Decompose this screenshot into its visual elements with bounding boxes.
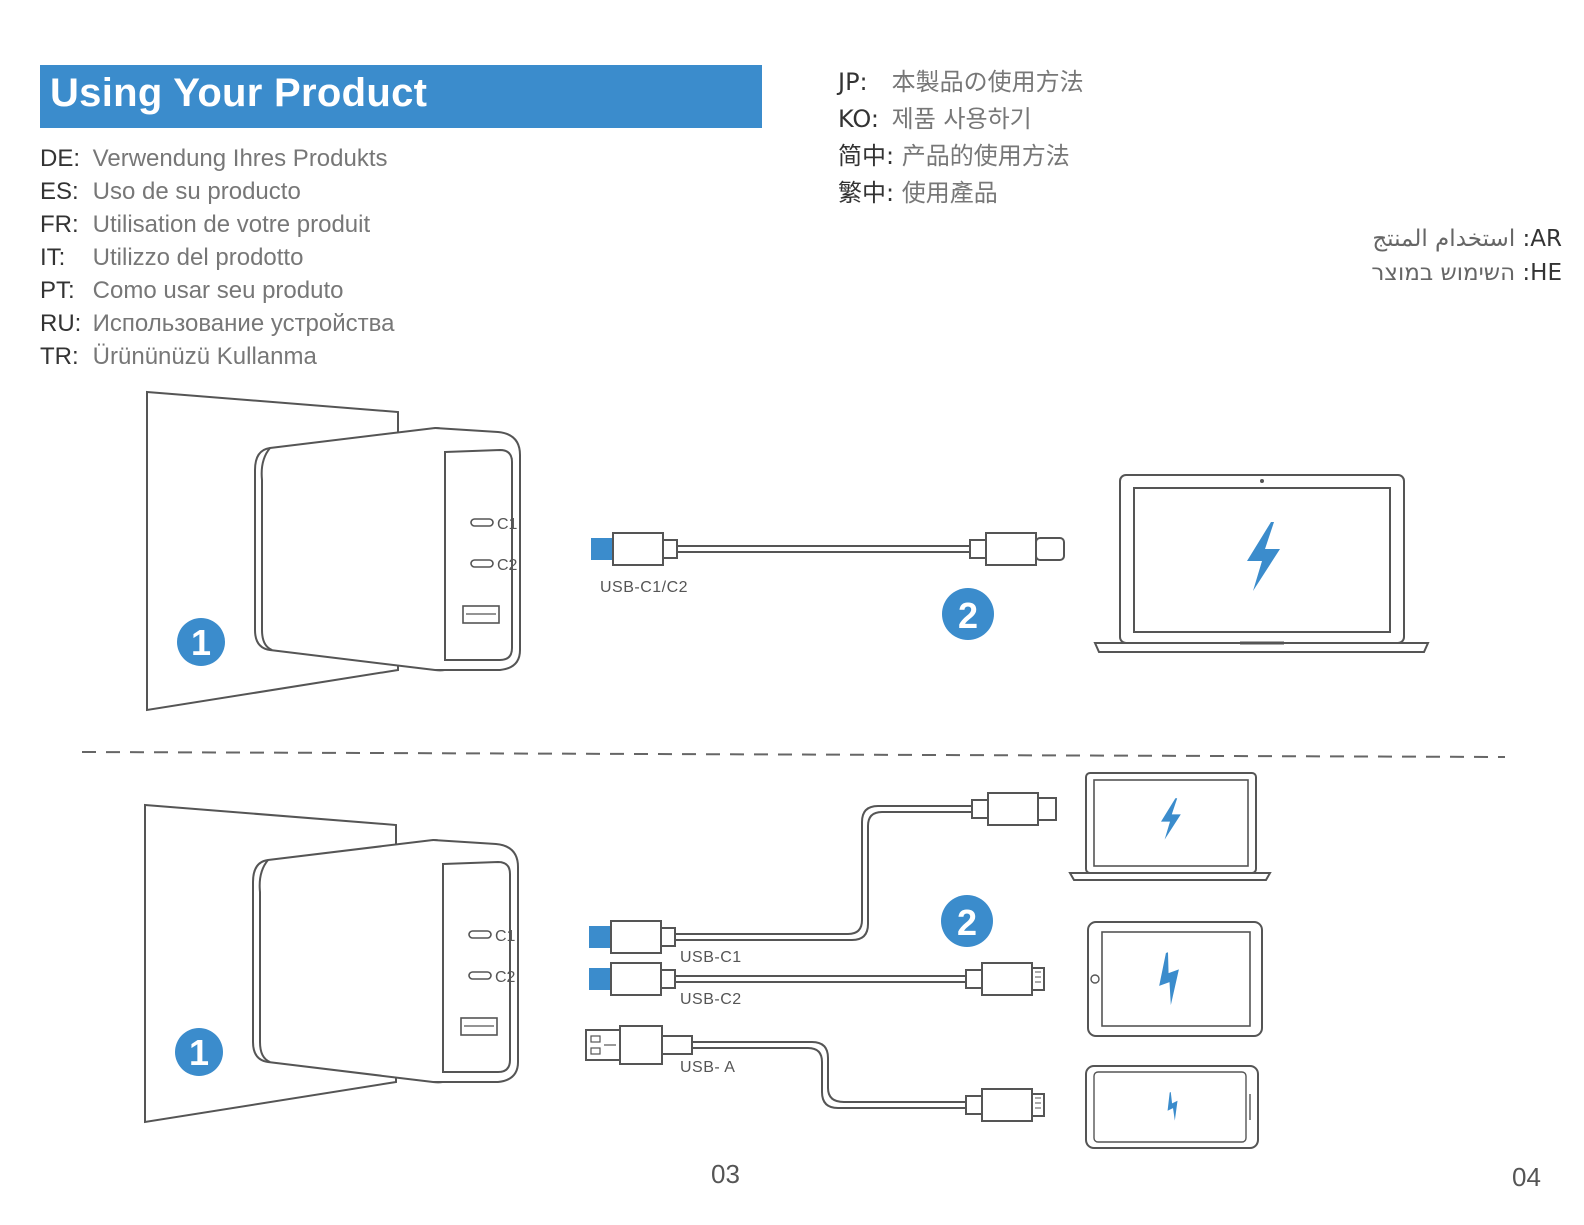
translation-zh-hant: 繁中: 使用產品 xyxy=(838,179,998,207)
translation-it: IT: Utilizzo del prodotto xyxy=(40,244,304,271)
translation-tr: TR: Ürününüzü Kullanma xyxy=(40,343,317,370)
translation-jp: JP: 本製品の使用方法 xyxy=(838,68,1084,96)
translation-zh-hans: 简中: 产品的使用方法 xyxy=(838,142,1070,170)
translation-ko: KO: 제품 사용하기 xyxy=(838,105,1032,133)
translations-left: DE: Verwendung Ihres Produkts ES: Uso de… xyxy=(40,142,394,373)
step-1-badge xyxy=(177,618,225,666)
page-number-left: 03 xyxy=(711,1159,740,1189)
step-2-badge xyxy=(941,895,993,947)
translation-es: ES: Uso de su producto xyxy=(40,178,301,205)
tablet xyxy=(1087,921,1263,1037)
section-divider xyxy=(81,751,1506,758)
charger: C1 C2 xyxy=(254,426,521,672)
bottom-diagram: C1 C2 1 USB-C1 xyxy=(144,772,1272,1149)
translation-ru: RU: Использование устройства xyxy=(40,310,395,337)
top-diagram: C1 C2 1 USB-C1/C2 2 xyxy=(146,390,1430,712)
translation-fr: FR: Utilisation de votre produit xyxy=(40,211,371,238)
charger: C1 C2 xyxy=(252,838,519,1084)
port-c1-label: C1 xyxy=(495,928,516,945)
usb-c1-cable xyxy=(589,792,1057,954)
translation-he: השימוש במוצר :HE xyxy=(1371,260,1562,286)
cable-label-usb-c1: USB-C1 xyxy=(680,949,742,966)
port-c1-slot xyxy=(470,518,494,527)
translation-de: DE: Verwendung Ihres Produkts xyxy=(40,145,388,172)
port-c2-slot xyxy=(470,559,494,568)
usb-c-cable xyxy=(591,532,1065,566)
phone xyxy=(1085,1065,1259,1149)
cable-label-usb-a: USB- A xyxy=(680,1059,735,1076)
port-c1-label: C1 xyxy=(497,516,518,533)
translations-rtl: استخدام المنتج :AR השימוש במוצר :HE xyxy=(1371,222,1562,290)
translations-right: JP: 本製品の使用方法 KO: 제품 사용하기 简中: 产品的使用方法 繁中:… xyxy=(838,64,1084,212)
port-c2-slot xyxy=(468,971,492,980)
port-c1-slot xyxy=(468,930,492,939)
usb-a-cable xyxy=(585,1025,1045,1122)
port-c2-label: C2 xyxy=(497,557,518,574)
step-2-badge xyxy=(942,588,994,640)
step-2-number: 2 xyxy=(957,902,977,943)
page-number-right: 04 xyxy=(1512,1162,1541,1192)
laptop xyxy=(1068,772,1272,881)
usb-c2-cable xyxy=(589,962,1045,996)
section-title: Using Your Product xyxy=(50,71,428,115)
translation-pt: PT: Como usar seu produto xyxy=(40,277,344,304)
port-c2-label: C2 xyxy=(495,969,516,986)
step-1-badge xyxy=(175,1028,223,1076)
section-title-bar: Using Your Product xyxy=(40,65,762,128)
laptop xyxy=(1093,474,1430,653)
cable-label-usb-c2: USB-C2 xyxy=(680,991,742,1008)
translation-ar: استخدام المنتج :AR xyxy=(1372,226,1562,252)
cable-label-usb-c1-c2: USB-C1/C2 xyxy=(600,579,688,596)
step-2-number: 2 xyxy=(958,595,978,636)
step-1-number: 1 xyxy=(191,622,211,663)
step-1-number: 1 xyxy=(189,1032,209,1073)
